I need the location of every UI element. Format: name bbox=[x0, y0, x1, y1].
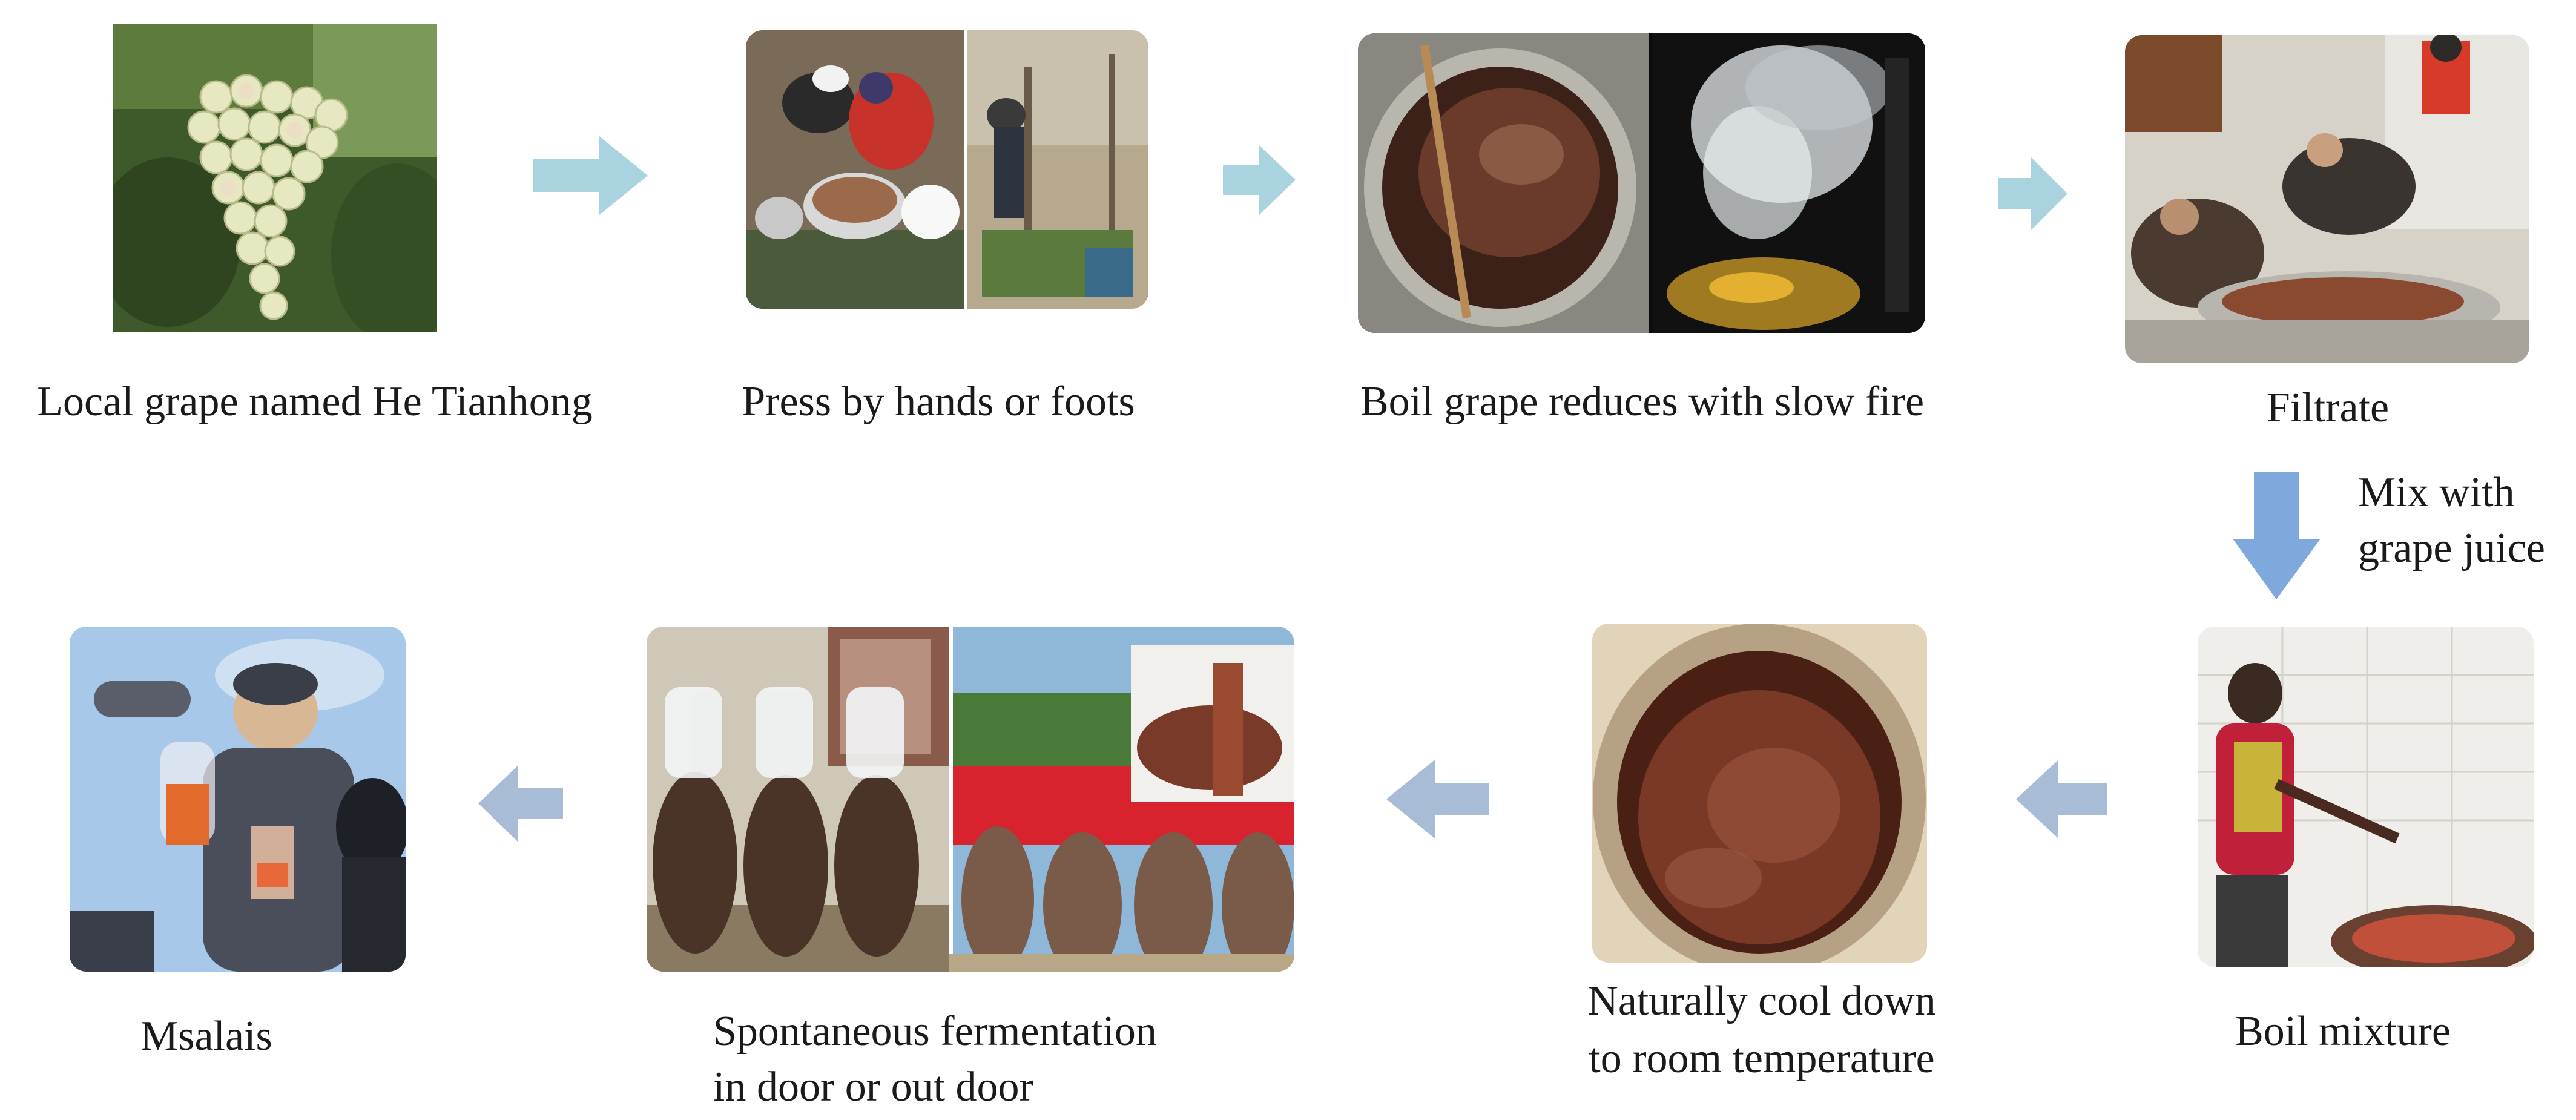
msalais-photo bbox=[70, 627, 406, 972]
arrow-down bbox=[2233, 472, 2321, 599]
fermentation-photo bbox=[647, 627, 1294, 972]
mix-note-line-2: grape juice bbox=[2358, 525, 2545, 572]
boil-photo bbox=[1358, 33, 1925, 333]
boil-mixture-label: Boil mixture bbox=[2235, 1008, 2451, 1055]
arrow-left-1 bbox=[2016, 760, 2107, 838]
filtrate-label: Filtrate bbox=[2266, 384, 2390, 431]
boil-label: Boil grape reduces with slow fire bbox=[1360, 378, 1925, 425]
boil-mixture-photo bbox=[2198, 627, 2534, 967]
fermentation-label-line-2: in door or out door bbox=[713, 1064, 1033, 1110]
grape-label: Local grape named He Tianhong bbox=[37, 378, 593, 425]
arrow-right-1 bbox=[533, 136, 648, 215]
press-photo bbox=[746, 30, 1148, 309]
filtrate-photo bbox=[2125, 35, 2529, 363]
grape-photo bbox=[113, 24, 437, 332]
cool-label-line-1: Naturally cool down bbox=[1587, 978, 1936, 1024]
arrow-left-3 bbox=[478, 766, 563, 842]
msalais-label: Msalais bbox=[140, 1013, 272, 1059]
cool-label-line-2: to room temperature bbox=[1589, 1035, 1935, 1082]
arrow-right-3 bbox=[1998, 157, 2067, 230]
arrow-right-2 bbox=[1223, 145, 1296, 215]
arrow-left-2 bbox=[1386, 760, 1489, 838]
mix-note-line-1: Mix with bbox=[2358, 469, 2515, 516]
fermentation-label-line-1: Spontaneous fermentation bbox=[713, 1008, 1157, 1055]
cool-photo bbox=[1592, 624, 1927, 963]
press-label: Press by hands or foots bbox=[742, 378, 1135, 425]
